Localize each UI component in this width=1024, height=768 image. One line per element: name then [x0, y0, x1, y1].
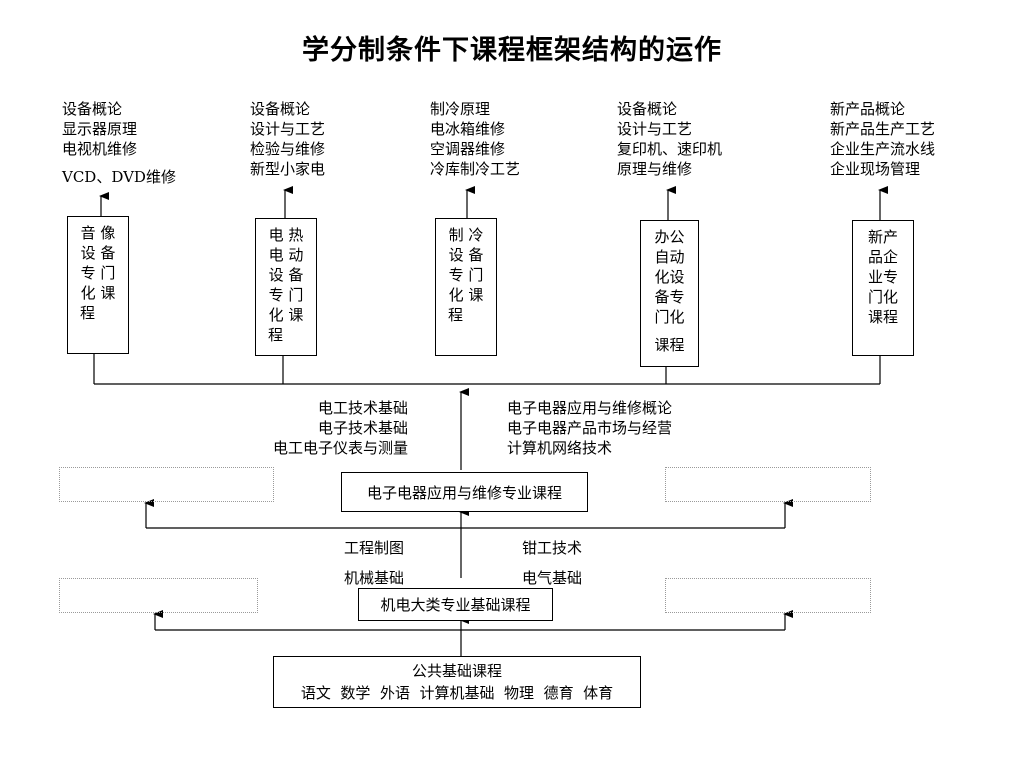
course-list-refrigeration: 制冷原理 电冰箱维修 空调器维修 冷库制冷工艺	[430, 99, 520, 179]
course-list-office: 设备概论 设计与工艺 复印机、速印机 原理与维修	[617, 99, 722, 179]
course-label: 工程制图	[343, 539, 404, 557]
box-line: 化 课	[268, 306, 304, 324]
public-course-subjects: 语文 数学 外语 计算机基础 物理 德育 体育	[300, 684, 614, 702]
specialty-box-refrigeration: 制 冷 设 备 专 门 化 课 程	[435, 218, 497, 356]
box-line: 专 门	[80, 264, 116, 282]
box-line: 化 课	[80, 284, 116, 302]
list-item: 空调器维修	[430, 140, 506, 158]
box-line: 程	[80, 304, 96, 322]
course-list-newproduct: 新产品概论 新产品生产工艺 企业生产流水线 企业现场管理	[830, 99, 935, 179]
list-item: 企业生产流水线	[830, 140, 936, 158]
list-item: 设备概论	[62, 100, 123, 118]
box-line: 课程	[867, 308, 898, 326]
major-core-courses-left: 电工技术基础 电子技术基础 电工电子仪表与测量	[230, 398, 408, 458]
box-line: 程	[448, 306, 464, 324]
foundation-courses-left: 工程制图 机械基础	[300, 533, 404, 593]
list-item: 企业现场管理	[830, 160, 921, 178]
box-line: 设 备	[80, 244, 116, 262]
box-line: 专 门	[268, 286, 304, 304]
box-line: 设 备	[268, 266, 304, 284]
list-item: 电冰箱维修	[430, 120, 506, 138]
specialty-box-av: 音 像 设 备 专 门 化 课 程	[67, 216, 129, 354]
placeholder-box-right-lower	[665, 578, 871, 613]
box-line: 品企	[867, 248, 898, 266]
list-item: 显示器原理	[62, 120, 138, 138]
box-line: 课程	[654, 336, 685, 354]
box-line: 业专	[867, 268, 898, 286]
list-item: 制冷原理	[430, 100, 491, 118]
course-label: 电气基础	[522, 569, 583, 587]
box-line: 设 备	[448, 246, 484, 264]
placeholder-box-left-upper	[59, 467, 274, 502]
public-course-box: 公共基础课程 语文 数学 外语 计算机基础 物理 德育 体育	[273, 656, 641, 708]
list-item: 电视机维修	[62, 140, 138, 158]
box-line: 化设	[654, 268, 685, 286]
list-item: 设计与工艺	[617, 120, 693, 138]
page-title: 学分制条件下课程框架结构的运作	[302, 35, 722, 66]
major-course-label: 电子电器应用与维修专业课程	[366, 483, 562, 502]
specialty-box-appliance: 电 热 电 动 设 备 专 门 化 课 程	[255, 218, 317, 356]
major-core-courses-right: 电子电器应用与维修概论 电子电器产品市场与经营 计算机网络技术	[507, 398, 672, 458]
course-label: 电工技术基础	[317, 399, 408, 417]
box-line: 门化	[654, 308, 685, 326]
course-label: 机械基础	[343, 569, 404, 587]
list-item: VCD、DVD维修	[62, 168, 176, 186]
list-item: 复印机、速印机	[617, 140, 723, 158]
list-item: 检验与维修	[250, 140, 326, 158]
foundation-courses-right: 钳工技术 电气基础	[522, 533, 582, 593]
list-item: 设备概论	[617, 100, 678, 118]
course-label: 计算机网络技术	[507, 439, 613, 457]
list-item: 新型小家电	[250, 160, 326, 178]
list-item: 原理与维修	[617, 160, 693, 178]
box-line: 音 像	[80, 224, 116, 242]
specialty-box-office: 办公 自动 化设 备专 门化 课程	[640, 220, 699, 367]
course-list-appliance: 设备概论 设计与工艺 检验与维修 新型小家电	[250, 99, 325, 179]
public-course-title: 公共基础课程	[411, 662, 502, 680]
list-item: 设备概论	[250, 100, 311, 118]
foundation-course-label: 机电大类专业基础课程	[380, 596, 531, 614]
box-line: 程	[268, 326, 284, 344]
box-line: 门化	[867, 288, 898, 306]
box-line: 备专	[654, 288, 685, 306]
box-line: 电 动	[268, 246, 304, 264]
foundation-course-box: 机电大类专业基础课程	[358, 588, 553, 621]
box-line: 专 门	[448, 266, 484, 284]
course-label: 钳工技术	[522, 539, 583, 557]
list-item: 新产品概论	[830, 100, 906, 118]
course-label: 电子技术基础	[317, 419, 408, 437]
placeholder-box-left-lower	[59, 578, 258, 613]
box-line: 制 冷	[448, 226, 484, 244]
list-item: 冷库制冷工艺	[430, 160, 521, 178]
placeholder-box-right-upper	[665, 467, 871, 502]
course-label: 电子电器产品市场与经营	[507, 419, 673, 437]
box-line: 自动	[654, 248, 685, 266]
box-line: 化 课	[448, 286, 484, 304]
major-course-box: 电子电器应用与维修专业课程	[341, 472, 588, 512]
list-item: 新产品生产工艺	[830, 120, 936, 138]
box-line: 办公	[654, 228, 685, 246]
course-label: 电子电器应用与维修概论	[507, 399, 673, 417]
box-line: 电 热	[268, 226, 304, 244]
course-list-av: 设备概论 显示器原理 电视机维修 VCD、DVD维修	[62, 99, 176, 187]
list-item: 设计与工艺	[250, 120, 326, 138]
course-label: 电工电子仪表与测量	[272, 439, 408, 457]
specialty-box-newproduct: 新产 品企 业专 门化 课程	[852, 220, 914, 356]
box-line: 新产	[867, 228, 898, 246]
